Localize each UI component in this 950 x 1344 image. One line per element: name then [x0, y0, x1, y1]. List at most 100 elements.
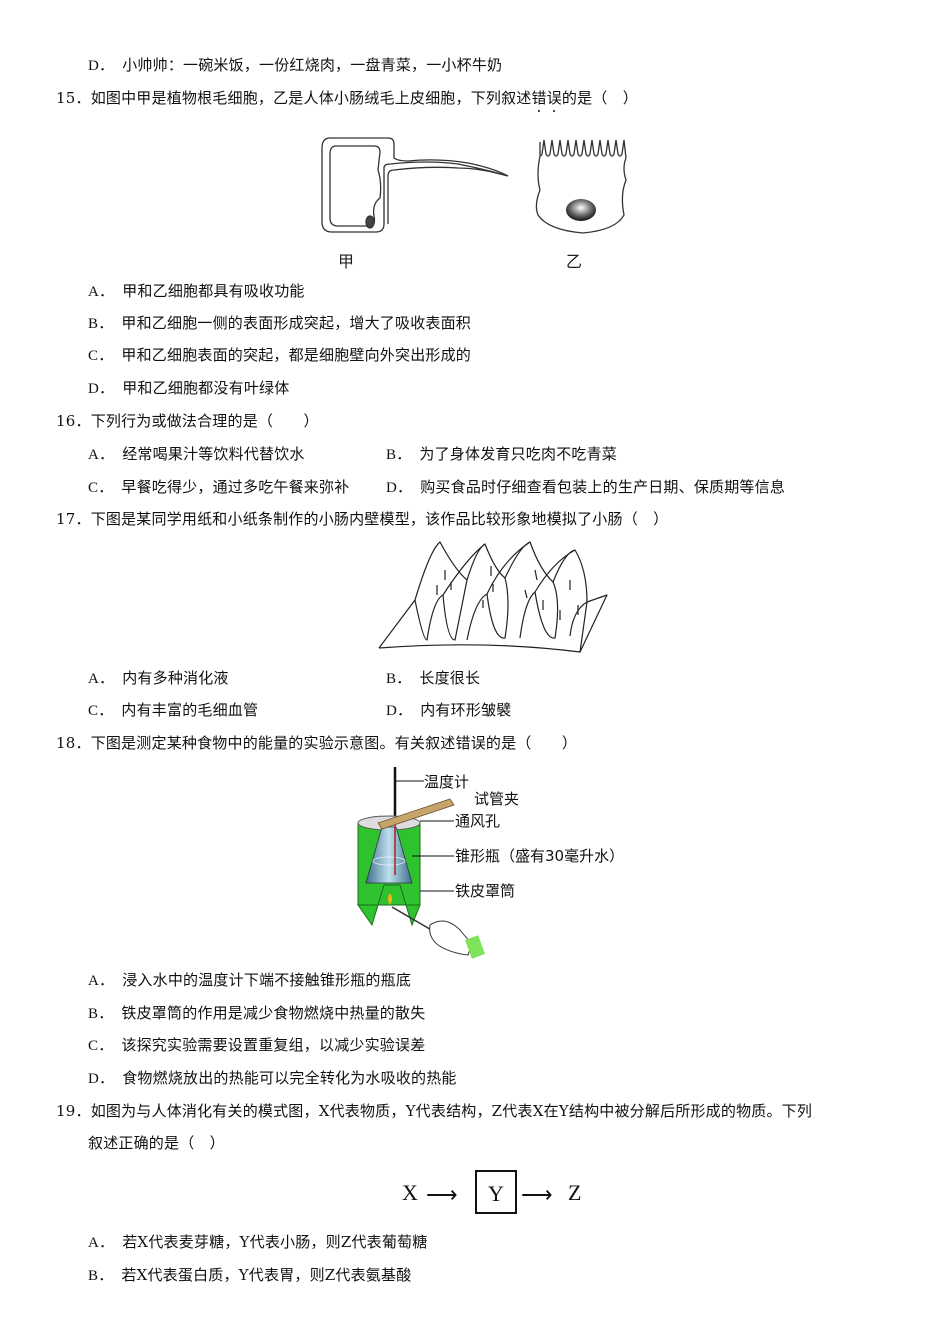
option-text: 内有多种消化液 — [122, 669, 229, 687]
q15-option-c: C． 甲和乙细胞表面的突起，都是细胞壁向外突出形成的 — [88, 345, 471, 366]
option-text: 甲和乙细胞表面的突起，都是细胞壁向外突出形成的 — [121, 346, 472, 364]
stem-text: 如图为与人体消化有关的模式图，X代表物质，Y代表结构，Z代表X在Y结构中被分解后… — [90, 1102, 813, 1120]
q18-option-a: A． 浸入水中的温度计下端不接触锥形瓶的瓶底 — [88, 970, 411, 991]
option-text: 若X代表蛋白质，Y代表胃，则Z代表氨基酸 — [121, 1266, 412, 1284]
option-letter: B． — [88, 1006, 114, 1022]
option-letter: D． — [88, 1071, 115, 1087]
option-letter: B． — [88, 1268, 114, 1284]
stem-text: 下图是测定某种食物中的能量的实验示意图。有关叙述错误的是（ ） — [90, 734, 578, 752]
q19-stem-line2: 叙述正确的是（ ） — [88, 1134, 225, 1152]
emphasis-char: 错 — [531, 89, 547, 107]
stem-text: 下列行为或做法合理的是（ ） — [90, 412, 319, 430]
q19-stem-line1: 19．如图为与人体消化有关的模式图，X代表物质，Y代表结构，Z代表X在Y结构中被… — [56, 1101, 812, 1121]
option-text: 该探究实验需要设置重复组，以减少实验误差 — [121, 1036, 426, 1054]
option-text: 为了身体发育只吃肉不吃青菜 — [419, 445, 618, 463]
option-letter: D． — [386, 703, 413, 719]
q15-option-d: D． 甲和乙细胞都没有叶绿体 — [88, 378, 289, 399]
option-text: 食物燃烧放出的热能可以完全转化为水吸收的热能 — [122, 1069, 457, 1087]
option-letter: C． — [88, 703, 114, 719]
option-text: 购买食品时仔细查看包装上的生产日期、保质期等信息 — [420, 478, 786, 496]
option-text: 小帅帅：一碗米饭，一份红烧肉，一盘青菜，一小杯牛奶 — [122, 56, 503, 74]
option-text: 早餐吃得少，通过多吃午餐来弥补 — [121, 478, 350, 496]
q16-option-c: C． 早餐吃得少，通过多吃午餐来弥补 — [88, 477, 349, 498]
question-number: 17． — [56, 510, 91, 528]
option-letter: C． — [88, 480, 114, 496]
q16-stem: 16．下列行为或做法合理的是（ ） — [56, 411, 319, 431]
option-text: 铁皮罩筒的作用是减少食物燃烧中热量的散失 — [121, 1004, 426, 1022]
option-letter: C． — [88, 348, 114, 364]
figure-label-yi: 乙 — [566, 252, 583, 271]
option-letter: B． — [88, 316, 114, 332]
conical-flask-icon — [365, 826, 413, 884]
option-letter: A． — [88, 284, 115, 300]
option-letter: D． — [88, 58, 115, 74]
nucleus-icon — [566, 199, 596, 221]
food-energy-apparatus-figure — [357, 767, 485, 959]
question-number: 18． — [56, 734, 91, 752]
q15-stem: 15．如图中甲是植物根毛细胞，乙是人体小肠绒毛上皮细胞，下列叙述错误的是（ ） — [56, 88, 638, 108]
option-text: 甲和乙细胞一侧的表面形成突起，增大了吸收表面积 — [121, 314, 472, 332]
question-number: 16． — [56, 412, 91, 430]
label-test-tube-clamp: 试管夹 — [474, 790, 520, 808]
option-letter: B． — [386, 447, 412, 463]
label-conical-flask: 锥形瓶（盛有30毫升水） — [455, 847, 625, 865]
option-letter: A． — [88, 973, 115, 989]
intestinal-wall-model-figure — [378, 541, 608, 653]
flame-icon — [388, 893, 392, 905]
label-vent-hole: 通风孔 — [455, 812, 501, 830]
q17-option-a: A． 内有多种消化液 — [88, 668, 229, 689]
stem-text: 下图是某同学用纸和小纸条制作的小肠内壁模型，该作品比较形象地模拟了小肠（ ） — [90, 510, 669, 528]
q15-option-b: B． 甲和乙细胞一侧的表面形成突起，增大了吸收表面积 — [88, 313, 471, 334]
stem-text: 如图中甲是植物根毛细胞，乙是人体小肠绒毛上皮细胞，下列叙述 — [90, 89, 532, 107]
label-iron-shroud: 铁皮罩筒 — [455, 882, 516, 900]
q18-option-b: B． 铁皮罩筒的作用是减少食物燃烧中热量的散失 — [88, 1003, 425, 1024]
option-letter: A． — [88, 447, 115, 463]
option-letter: C． — [88, 1038, 114, 1054]
option-text: 甲和乙细胞都具有吸收功能 — [122, 282, 305, 300]
emphasis-char: 误 — [546, 89, 562, 107]
q17-option-d: D． 内有环形皱襞 — [386, 700, 511, 721]
intestinal-cell-drawing — [535, 139, 627, 234]
option-text: 浸入水中的温度计下端不接触锥形瓶的瓶底 — [122, 971, 412, 989]
q16-option-b: B． 为了身体发育只吃肉不吃青菜 — [386, 444, 617, 465]
q18-option-c: C． 该探究实验需要设置重复组，以减少实验误差 — [88, 1035, 425, 1056]
question-number: 15． — [56, 89, 91, 107]
flow-y-box: Y — [475, 1170, 517, 1214]
q19-option-b: B． 若X代表蛋白质，Y代表胃，则Z代表氨基酸 — [88, 1265, 411, 1286]
q19-option-a: A． 若X代表麦芽糖，Y代表小肠，则Z代表葡萄糖 — [88, 1232, 427, 1253]
q18-option-d: D． 食物燃烧放出的热能可以完全转化为水吸收的热能 — [88, 1068, 457, 1089]
arrow-right-icon: ⟶ — [426, 1182, 458, 1207]
q18-stem: 18．下图是测定某种食物中的能量的实验示意图。有关叙述错误的是（ ） — [56, 733, 577, 753]
hand-icon — [429, 920, 473, 956]
question-number: 19． — [56, 1102, 91, 1120]
option-letter: D． — [88, 381, 115, 397]
q17-option-b: B． 长度很长 — [386, 668, 480, 689]
q16-option-a: A． 经常喝果汁等饮料代替饮水 — [88, 444, 305, 465]
cell-figure — [321, 137, 627, 234]
q17-option-c: C． 内有丰富的毛细血管 — [88, 700, 258, 721]
arrow-right-icon: ⟶ — [521, 1182, 553, 1207]
test-tube-clamp-icon — [377, 798, 455, 830]
q17-stem: 17．下图是某同学用纸和小纸条制作的小肠内壁模型，该作品比较形象地模拟了小肠（ … — [56, 509, 668, 529]
option-letter: D． — [386, 480, 413, 496]
option-text: 长度很长 — [419, 669, 481, 687]
option-text: 若X代表麦芽糖，Y代表小肠，则Z代表葡萄糖 — [122, 1233, 428, 1251]
option-letter: B． — [386, 671, 412, 687]
option-letter: A． — [88, 671, 115, 687]
flow-z-label: Z — [568, 1180, 582, 1205]
q14-option-d: D． 小帅帅：一碗米饭，一份红烧肉，一盘青菜，一小杯牛奶 — [88, 55, 502, 76]
option-text: 内有丰富的毛细血管 — [121, 701, 259, 719]
flow-x-label: X — [402, 1180, 418, 1205]
option-text: 甲和乙细胞都没有叶绿体 — [122, 379, 290, 397]
q15-option-a: A． 甲和乙细胞都具有吸收功能 — [88, 281, 305, 302]
label-thermometer: 温度计 — [424, 773, 470, 791]
digestion-flow-diagram: X ⟶ Y ⟶ Z — [398, 1170, 598, 1218]
q16-option-d: D． 购买食品时仔细查看包装上的生产日期、保质期等信息 — [386, 477, 785, 498]
option-text: 内有环形皱襞 — [420, 701, 512, 719]
root-hair-cell-drawing — [321, 137, 509, 233]
stem-text: 的是（ ） — [561, 89, 638, 107]
figure-label-jia: 甲 — [338, 252, 355, 271]
option-letter: A． — [88, 1235, 115, 1251]
paper-strip-marks — [436, 566, 579, 620]
option-text: 经常喝果汁等饮料代替饮水 — [122, 445, 305, 463]
